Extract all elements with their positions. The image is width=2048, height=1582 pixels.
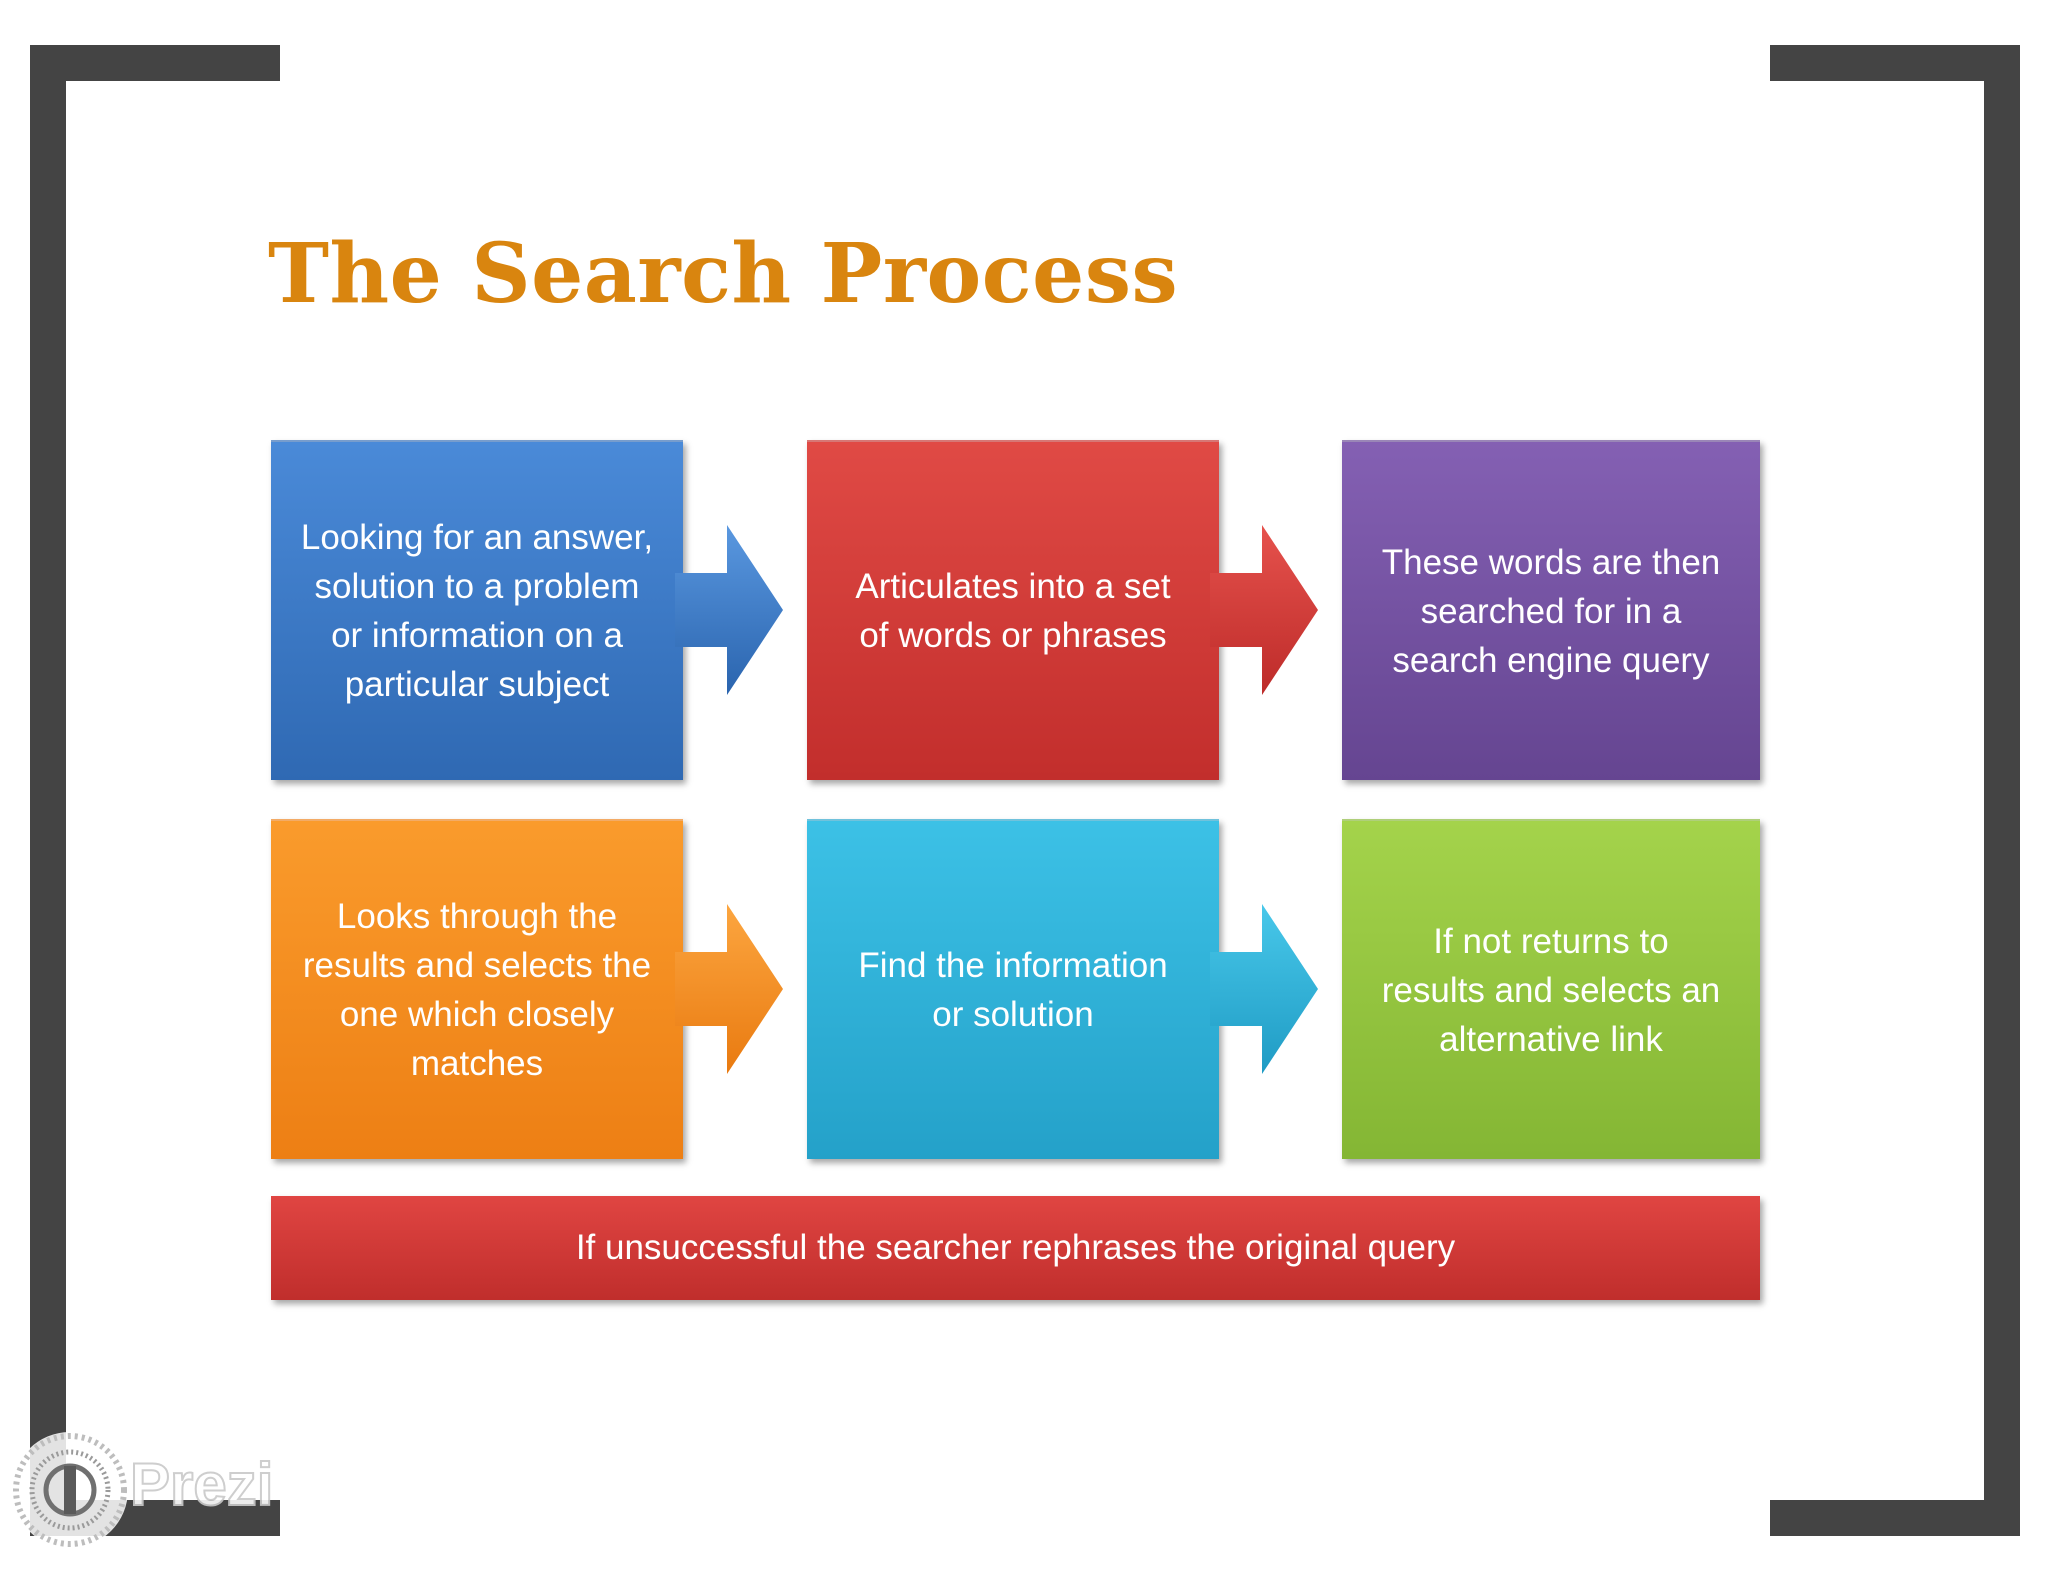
step-box-2: Articulates into a set of words or phras… <box>807 440 1219 780</box>
prezi-logo-text: Prezi <box>129 1450 274 1519</box>
frame-bracket-bottom-right <box>1770 1500 2020 1536</box>
slide-title: The Search Process <box>268 226 1179 322</box>
rephrase-bar: If unsuccessful the searcher rephrases t… <box>271 1196 1760 1300</box>
arrow-right-icon <box>1210 525 1318 695</box>
frame-bracket-top-right <box>1770 45 2020 81</box>
step-5-text: Find the information or solution <box>858 946 1168 1034</box>
step-3-text: These words are then searched for in a s… <box>1381 542 1721 680</box>
step-box-1: Looking for an answer, solution to a pro… <box>271 440 683 780</box>
step-4-text: Looks through the results and selects th… <box>302 897 652 1083</box>
frame-bracket-right <box>1984 45 2020 1536</box>
step-box-6: If not returns to results and selects an… <box>1342 819 1760 1159</box>
frame-bracket-top-left <box>30 45 280 81</box>
arrow-right-icon <box>675 525 783 695</box>
step-box-3: These words are then searched for in a s… <box>1342 440 1760 780</box>
arrow-right-icon <box>1210 904 1318 1074</box>
prezi-logo-icon <box>12 1432 128 1548</box>
step-box-5: Find the information or solution <box>807 819 1219 1159</box>
step-box-4: Looks through the results and selects th… <box>271 819 683 1159</box>
step-1-text: Looking for an answer, solution to a pro… <box>300 518 654 704</box>
step-2-text: Articulates into a set of words or phras… <box>855 567 1171 655</box>
rephrase-bar-text: If unsuccessful the searcher rephrases t… <box>575 1228 1456 1267</box>
arrow-right-icon <box>675 904 783 1074</box>
step-6-text: If not returns to results and selects an… <box>1381 921 1721 1059</box>
frame-bracket-left <box>30 45 66 1505</box>
